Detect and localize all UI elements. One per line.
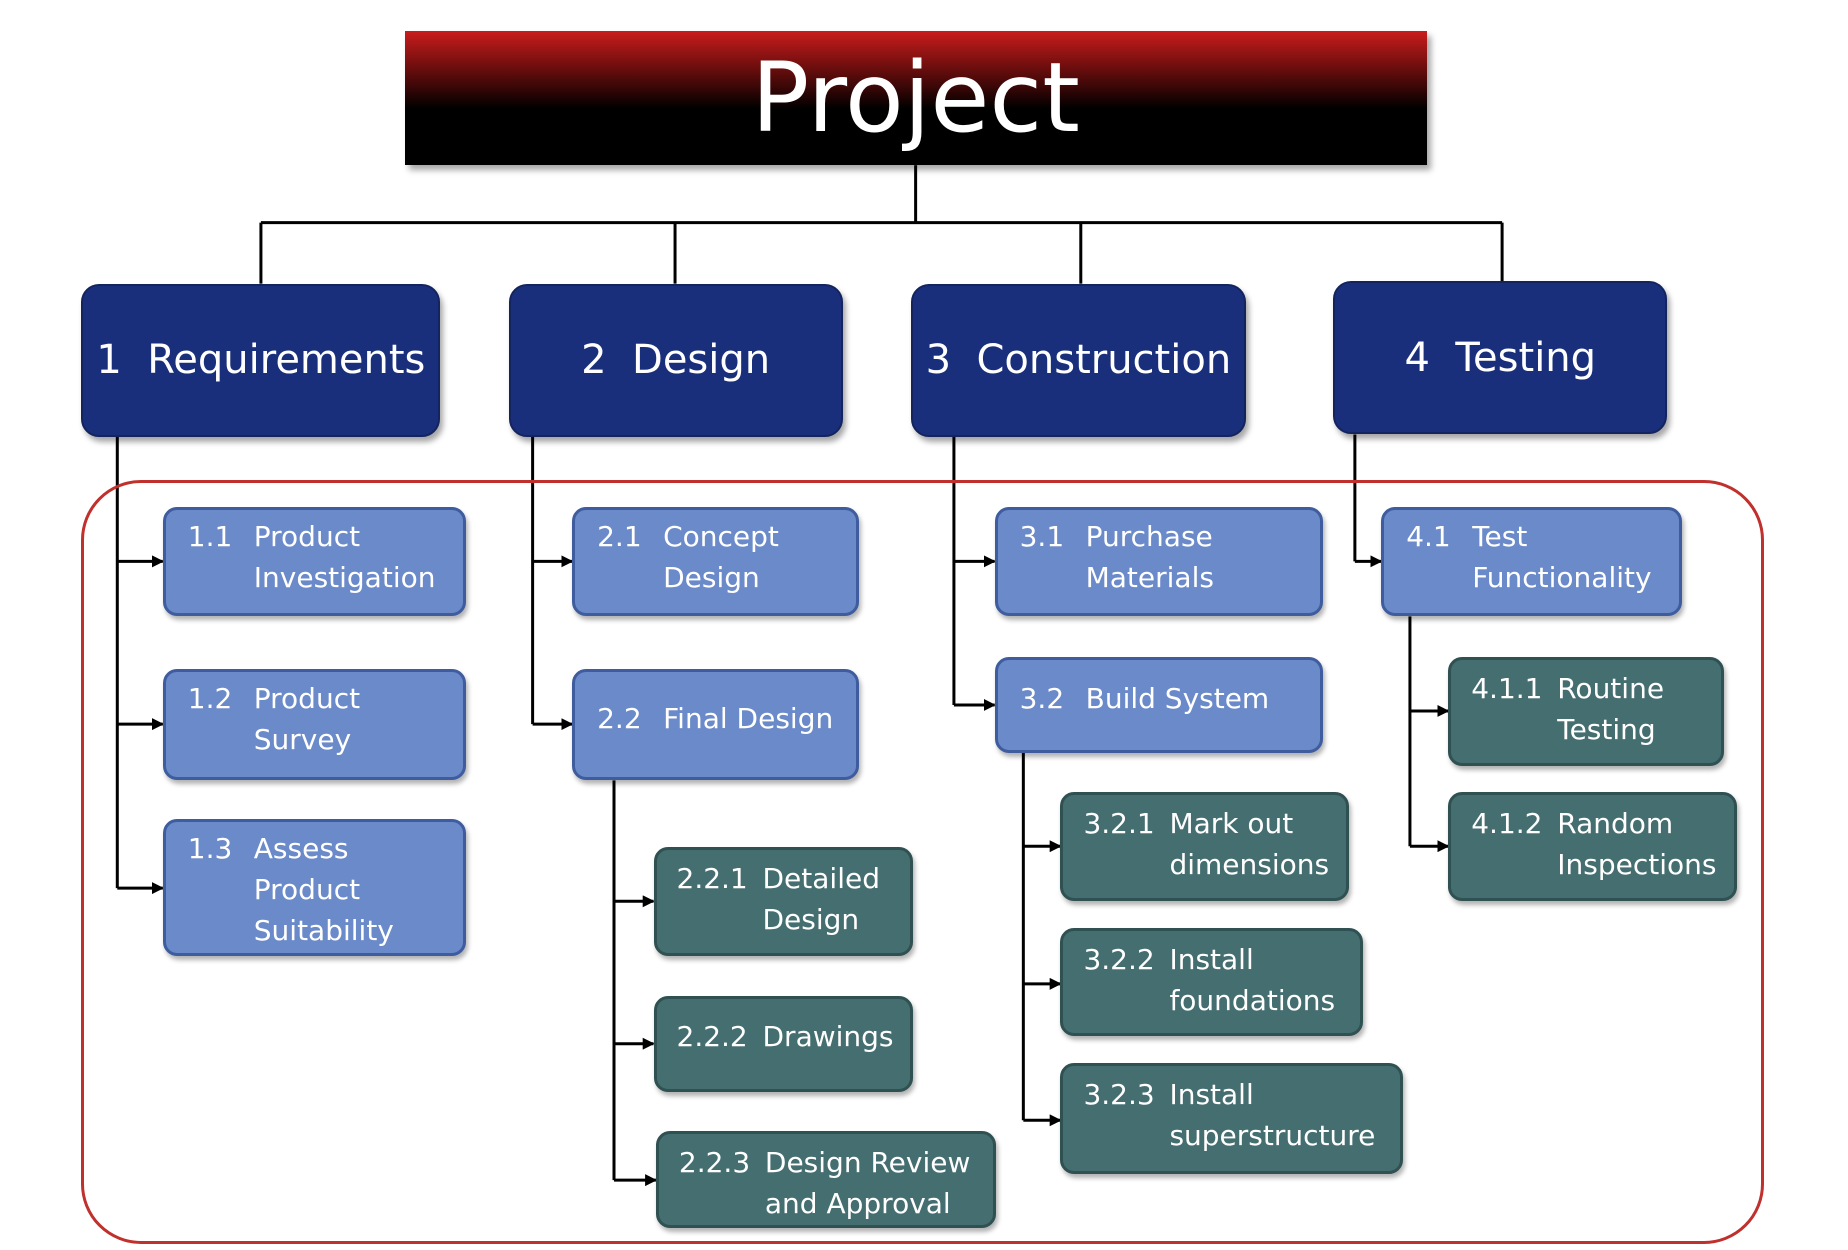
phase-node-construction: 3 Construction [910,283,1246,437]
task-label-line: Survey [253,723,352,757]
subtask-id: 2.2.1 [676,862,748,896]
subtask-label-line: dimensions [1169,848,1330,882]
task-label-line: Product [253,520,361,554]
phase-label: Design [632,337,771,384]
phase-label: Construction [976,337,1232,384]
task-label-line: Product [253,872,361,906]
task-id: 4.1 [1406,520,1451,554]
subtask-node-3-2-2: 3.2.2 Install foundations [1060,927,1364,1037]
task-label-line: Materials [1085,561,1214,595]
subtask-id: 2.2.3 [678,1146,751,1180]
project-root-label: Project [751,42,1080,155]
phase-id: 3 [925,337,952,384]
subtask-node-3-2-3: 3.2.3 Install superstructure [1060,1062,1403,1175]
subtask-id: 4.1.1 [1471,672,1543,706]
subtask-label-line: Drawings [762,1019,894,1053]
task-label-line: Investigation [253,561,436,595]
phase-id: 1 [96,337,122,384]
phase-node-requirements: 1 Requirements [81,283,441,437]
subtask-label-line: Install [1169,1077,1254,1111]
task-node-3-2: 3.2 Build System [994,657,1323,753]
task-label-line: Purchase [1085,520,1213,554]
subtask-node-2-2-3: 2.2.3 Design Review and Approval [655,1131,996,1228]
subtask-node-4-1-2: 4.1.2 Random Inspections [1448,792,1737,902]
task-label-line: Final Design [663,702,834,736]
task-node-1-3: 1.3 Assess Product Suitability [162,818,466,957]
task-node-3-1: 3.1 Purchase Materials [994,507,1323,617]
subtask-id: 4.1.2 [1471,807,1543,841]
task-label-line: Assess [253,831,349,865]
task-label-line: Product [253,682,361,716]
task-label-line: Build System [1085,682,1270,716]
subtask-label-line: Design [762,903,860,937]
subtask-id: 3.2.3 [1083,1077,1155,1111]
subtask-label-line: Routine [1557,672,1665,706]
subtask-node-3-2-1: 3.2.1 Mark out dimensions [1060,792,1349,902]
task-label-line: Design [663,561,760,595]
subtask-label-line: Install [1169,942,1254,976]
task-node-1-2: 1.2 Product Survey [162,669,466,781]
subtask-label-line: Detailed [762,862,880,896]
subtask-id: 3.2.1 [1083,807,1155,841]
task-node-1-1: 1.1 Product Investigation [162,507,466,617]
project-root-node: Project [404,31,1427,166]
task-node-2-2: 2.2 Final Design [572,669,860,781]
task-id: 1.1 [187,520,233,554]
task-id: 3.1 [1019,520,1065,554]
task-label-line: Test [1472,520,1528,554]
phase-node-testing: 4 Testing [1333,281,1668,435]
work-package-enclosure [81,479,1765,1244]
subtask-node-2-2-2: 2.2.2 Drawings [653,995,914,1092]
task-id: 2.1 [597,520,642,554]
task-node-4-1: 4.1 Test Functionality [1381,507,1682,617]
subtask-node-2-2-1: 2.2.1 Detailed Design [653,847,914,957]
subtask-id: 2.2.2 [676,1019,748,1053]
task-label-line: Suitability [253,913,394,947]
subtask-id: 3.2.2 [1083,942,1155,976]
task-id: 3.2 [1019,682,1065,716]
task-node-2-1: 2.1 Concept Design [572,507,860,617]
phase-label: Requirements [147,337,426,384]
subtask-label-line: Design Review [764,1146,971,1180]
subtask-label-line: Mark out [1169,807,1294,841]
phase-id: 4 [1404,334,1430,381]
task-id: 2.2 [597,702,642,736]
task-id: 1.3 [187,831,233,865]
task-label-line: Functionality [1472,561,1652,595]
subtask-label-line: superstructure [1169,1118,1376,1152]
subtask-label-line: foundations [1169,983,1336,1017]
task-label-line: Concept [663,520,779,554]
subtask-label-line: Testing [1557,713,1656,747]
phase-label: Testing [1455,334,1597,381]
phase-node-design: 2 Design [508,283,843,437]
subtask-label-line: Inspections [1557,848,1717,882]
subtask-label-line: Random [1557,807,1674,841]
subtask-label-line: and Approval [764,1187,951,1221]
subtask-node-4-1-1: 4.1.1 Routine Testing [1448,657,1724,766]
task-id: 1.2 [187,682,233,716]
phase-id: 2 [581,337,607,384]
